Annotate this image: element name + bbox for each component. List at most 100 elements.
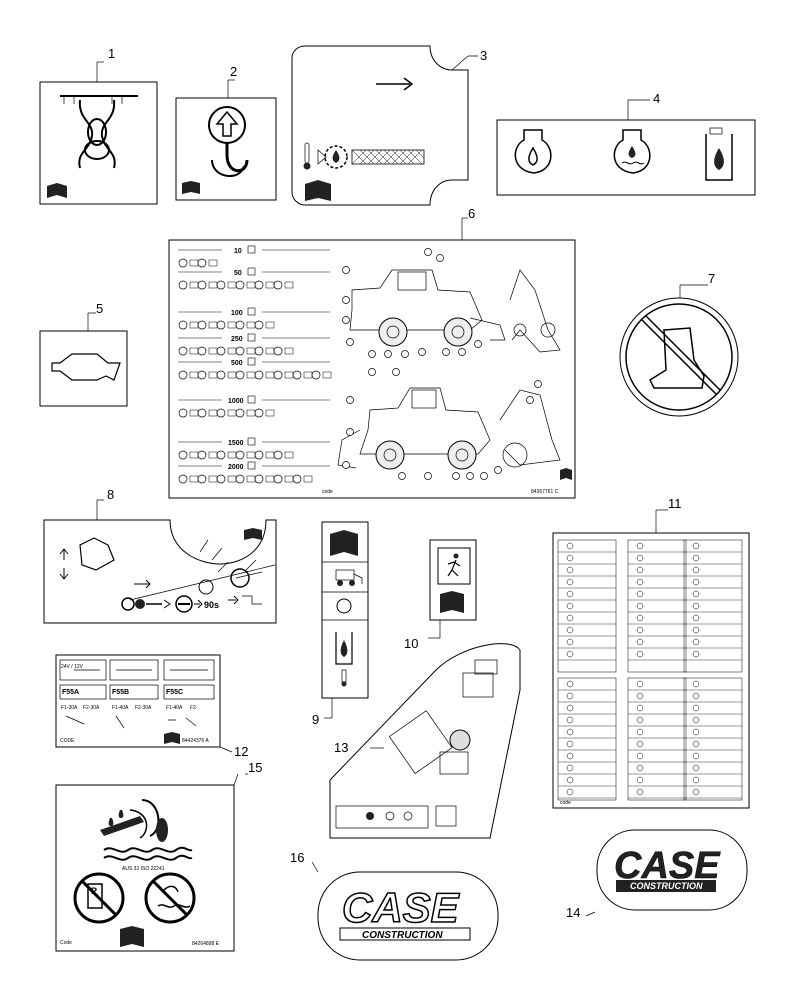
service-symbol-icon xyxy=(246,451,256,459)
callout-bubble xyxy=(436,254,444,262)
fuse-symbol-icon xyxy=(636,704,644,712)
fuse-symbol-icon xyxy=(566,788,574,796)
gear-drop-icon xyxy=(317,145,348,169)
service-point-icon xyxy=(273,474,283,484)
fuse-symbol-icon xyxy=(692,590,700,598)
service-symbol-icon xyxy=(246,347,256,355)
fuse-symbol-icon xyxy=(692,638,700,646)
callout-bubble xyxy=(342,461,350,469)
fuse-block xyxy=(683,677,743,801)
service-point-icon xyxy=(235,320,245,330)
callout-13: 13 xyxy=(334,740,348,755)
fuse-block xyxy=(557,539,617,673)
service-symbol-icon xyxy=(189,347,199,355)
interval-hours: 1500 xyxy=(228,440,244,447)
service-symbol-icon xyxy=(284,475,294,483)
service-point-icon xyxy=(254,474,264,484)
decal-13: 13 xyxy=(329,643,521,839)
callout-16: 16 xyxy=(290,850,304,865)
service-point-icon xyxy=(235,370,245,380)
service-point-icon xyxy=(273,280,283,290)
interval-hours: 100 xyxy=(231,310,243,317)
service-point-icon xyxy=(254,408,264,418)
callout-bubble xyxy=(424,472,432,480)
no-fuel-icon: P xyxy=(73,872,125,924)
callout-bubble xyxy=(398,472,406,480)
book-icon xyxy=(120,926,144,947)
service-point-icon xyxy=(254,370,264,380)
callout-11: 11 xyxy=(668,496,682,511)
d12-footer: CODE xyxy=(60,738,75,744)
service-symbol-icon xyxy=(265,371,275,379)
filter-mesh-icon xyxy=(351,149,425,165)
decal-5: 5 xyxy=(39,301,128,407)
service-symbol-icon xyxy=(208,409,218,417)
callout-5: 5 xyxy=(96,301,103,316)
service-point-icon xyxy=(216,280,226,290)
service-point-icon xyxy=(235,346,245,356)
service-point-icon xyxy=(216,474,226,484)
fuse-block xyxy=(627,539,687,673)
service-point-icon xyxy=(197,450,207,460)
timer-label: 90s xyxy=(204,600,219,610)
fuse-symbol-icon xyxy=(566,740,574,748)
arrow-right-icon xyxy=(376,77,414,91)
fuse-label: F1-40A xyxy=(112,705,129,711)
fuse-symbol-icon xyxy=(636,680,644,688)
decal-9: 9 xyxy=(312,521,369,727)
callout-bubble xyxy=(342,266,350,274)
callout-bubble xyxy=(401,350,409,358)
service-point-icon xyxy=(178,346,188,356)
fuse-symbol-icon xyxy=(566,680,574,688)
fuse-symbol-icon xyxy=(692,680,700,688)
callout-bubble xyxy=(458,348,466,356)
service-point-icon xyxy=(235,280,245,290)
service-symbol-icon xyxy=(189,259,199,267)
fuse-symbol-icon xyxy=(636,776,644,784)
callout-bubble xyxy=(442,348,450,356)
fuse-symbol-icon xyxy=(566,578,574,586)
loader-icon xyxy=(335,569,363,586)
service-point-icon xyxy=(178,258,188,268)
decal-10: 10 xyxy=(404,539,477,651)
thermometer-icon xyxy=(336,598,352,614)
service-point-icon xyxy=(254,320,264,330)
service-symbol-icon xyxy=(208,347,218,355)
service-point-icon xyxy=(273,370,283,380)
service-point-icon xyxy=(235,450,245,460)
fuse-symbol-icon xyxy=(692,704,700,712)
service-symbol-icon xyxy=(284,347,294,355)
fuse-label: F2- xyxy=(190,705,198,711)
thermometer-icon xyxy=(341,669,347,687)
callout-15: 15 xyxy=(248,760,262,775)
interval-hours: 50 xyxy=(234,270,242,277)
callout-4: 4 xyxy=(653,91,660,106)
callout-bubbles xyxy=(342,248,542,480)
book-icon xyxy=(247,437,256,446)
d12-part-code: 84424376 A xyxy=(182,738,209,744)
fuse-symbol-icon xyxy=(692,554,700,562)
service-point-icon xyxy=(197,408,207,418)
up-down-arrows-icon xyxy=(59,548,69,580)
service-symbol-icon xyxy=(246,371,256,379)
book-icon xyxy=(560,468,572,480)
fuse-label: F55C xyxy=(166,689,183,696)
book-icon xyxy=(247,267,256,276)
fuse-symbol-icon xyxy=(692,764,700,772)
callout-bubble xyxy=(526,396,534,404)
service-point-icon xyxy=(178,474,188,484)
callout-3: 3 xyxy=(480,48,487,63)
callout-bubble xyxy=(494,466,502,474)
construction-logo: CONSTRUCTION xyxy=(362,930,443,941)
oil-drop-icon xyxy=(514,129,552,174)
service-point-icon xyxy=(197,320,207,330)
spray-icon xyxy=(100,799,168,842)
book-icon xyxy=(247,245,256,254)
callout-14: 14 xyxy=(566,905,580,920)
service-point-icon xyxy=(197,280,207,290)
fuse-symbol-icon xyxy=(636,614,644,622)
fuse-row-top: 24V / 12V F55A F55B F55C F1-30A F2-30A F… xyxy=(59,659,215,729)
fuse-block xyxy=(557,677,617,801)
fuse-symbol-icon xyxy=(636,590,644,598)
